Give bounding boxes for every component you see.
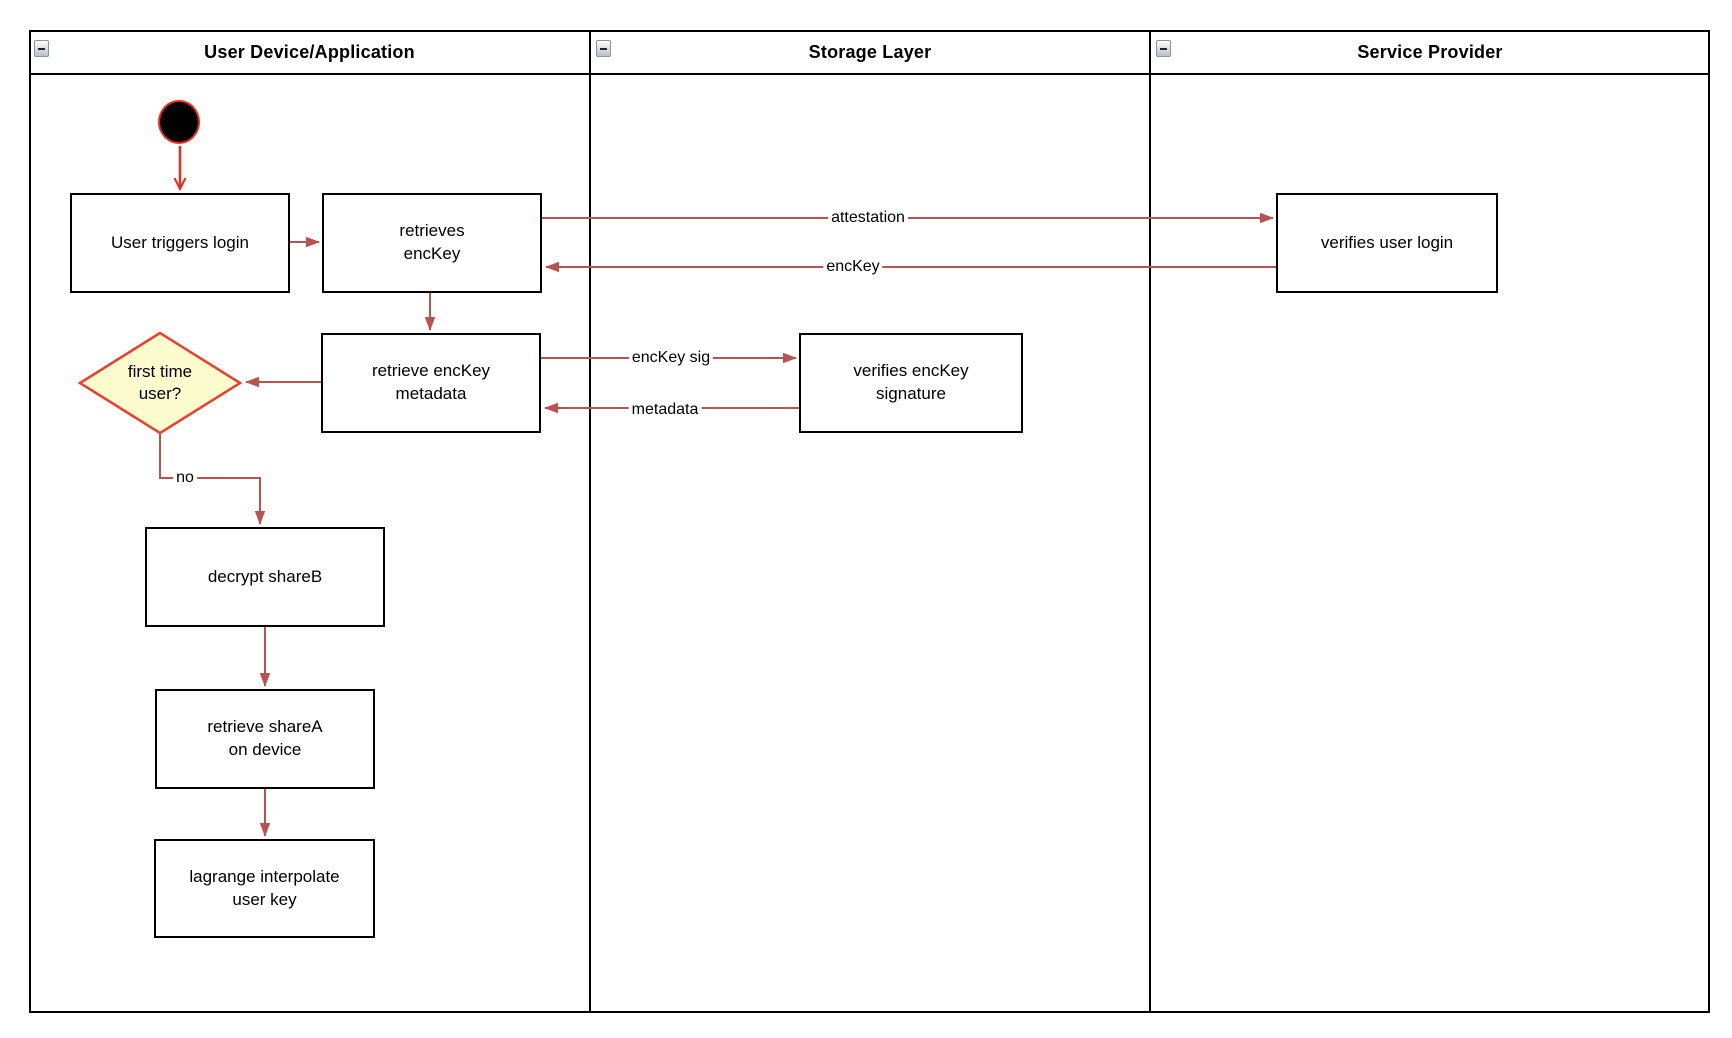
- node-label: retrieve shareA on device: [207, 717, 323, 759]
- edge-label-enckey-sig: encKey sig: [628, 349, 714, 367]
- collapse-lane-button-2[interactable]: [596, 40, 611, 57]
- lane-divider-2: [1149, 30, 1151, 1013]
- edge-label-enckey: encKey: [823, 258, 883, 276]
- header-separator: [29, 73, 1710, 75]
- node-decrypt-shareb[interactable]: decrypt shareB: [145, 527, 385, 627]
- lane-title: Storage Layer: [808, 42, 932, 62]
- lane-title: Service Provider: [1357, 42, 1503, 62]
- minus-icon: [600, 47, 607, 50]
- node-user-triggers-login[interactable]: User triggers login: [70, 193, 290, 293]
- decision-label: first time user?: [127, 361, 193, 403]
- lane-header-user-device[interactable]: User Device/Application: [29, 30, 590, 75]
- initial-node[interactable]: [158, 100, 200, 144]
- node-label: verifies encKey signature: [853, 361, 969, 403]
- node-label: User triggers login: [111, 232, 249, 252]
- edge-label-no: no: [173, 469, 197, 487]
- collapse-lane-button-1[interactable]: [34, 40, 49, 57]
- node-retrieves-enckey[interactable]: retrieves encKey: [322, 193, 542, 293]
- node-label: retrieve encKey metadata: [371, 361, 491, 403]
- node-label: retrieves encKey: [399, 221, 465, 263]
- lane-header-service-provider[interactable]: Service Provider: [1150, 30, 1710, 75]
- edge-no-branch: [159, 433, 266, 525]
- node-label: lagrange interpolate user key: [189, 866, 340, 909]
- node-retrieve-enckey-metadata[interactable]: retrieve encKey metadata: [321, 333, 541, 433]
- node-lagrange-interpolate[interactable]: lagrange interpolate user key: [154, 839, 375, 938]
- node-verifies-user-login[interactable]: verifies user login: [1276, 193, 1498, 293]
- collapse-lane-button-3[interactable]: [1156, 40, 1171, 57]
- lane-title: User Device/Application: [204, 42, 415, 62]
- minus-icon: [1160, 47, 1167, 50]
- edge-label-attestation: attestation: [828, 209, 908, 227]
- edge-label-metadata: metadata: [628, 401, 702, 419]
- node-label: verifies user login: [1320, 232, 1454, 252]
- node-verifies-enckey-signature[interactable]: verifies encKey signature: [799, 333, 1023, 433]
- minus-icon: [38, 47, 45, 50]
- node-retrieve-sharea[interactable]: retrieve shareA on device: [155, 689, 375, 789]
- node-label: decrypt shareB: [207, 566, 323, 586]
- lane-divider-1: [589, 30, 591, 1013]
- lane-header-storage-layer[interactable]: Storage Layer: [590, 30, 1150, 75]
